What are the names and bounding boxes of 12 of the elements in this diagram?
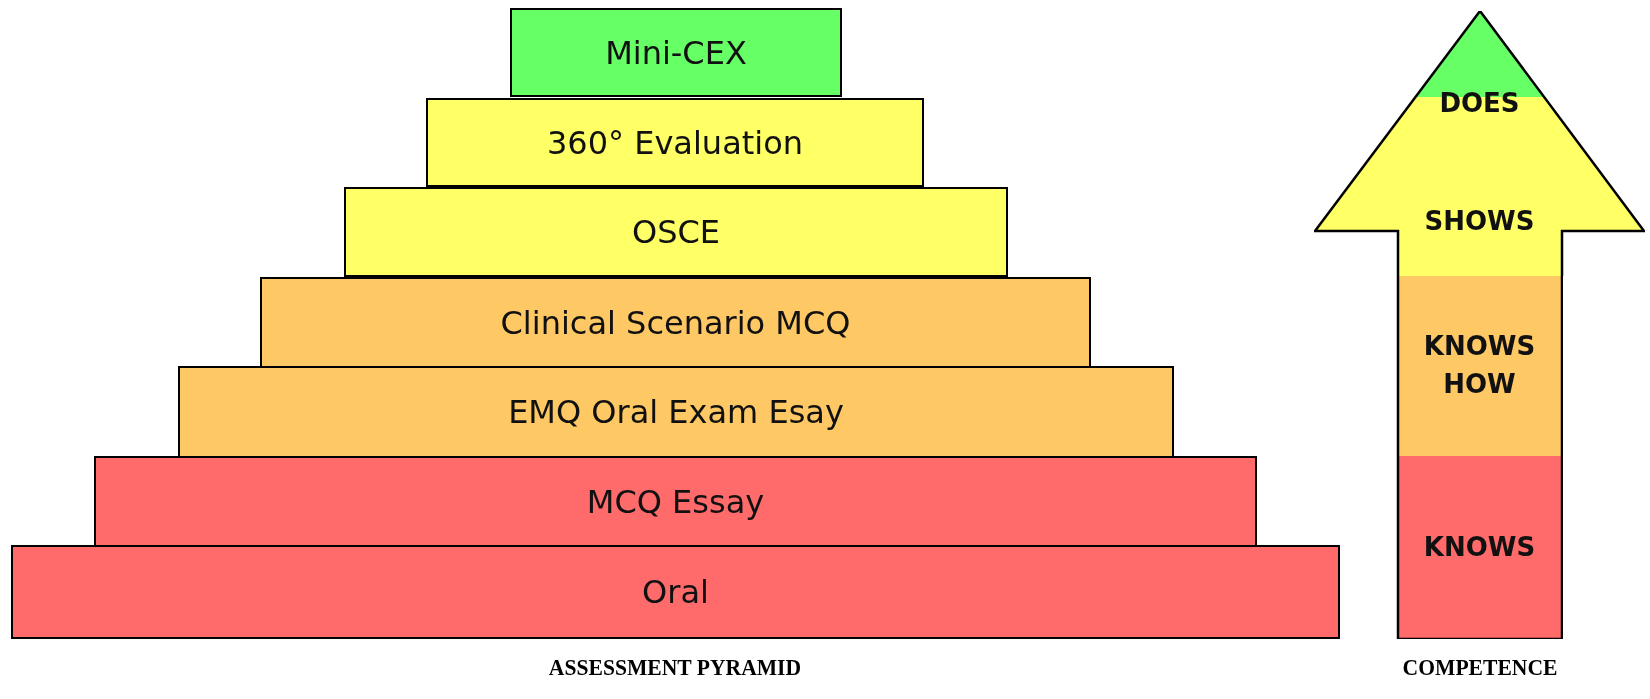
pyramid-tier: Clinical Scenario MCQ <box>260 277 1091 368</box>
pyramid-tier: MCQ Essay <box>94 456 1257 547</box>
pyramid-tier: OSCE <box>344 187 1008 277</box>
arrow-band: KNOWS <box>1396 456 1563 639</box>
caption: ASSESSMENT PYRAMID <box>548 654 802 681</box>
pyramid-tier: Mini-CEX <box>510 8 842 97</box>
arrow-band: KNOWS HOW <box>1396 276 1563 456</box>
pyramid-tier: EMQ Oral Exam Esay <box>178 366 1174 458</box>
pyramid-tier: Oral <box>11 545 1340 639</box>
pyramid-tier: 360° Evaluation <box>426 98 924 187</box>
caption: COMPETENCE <box>1402 654 1558 681</box>
arrow-band: SHOWS <box>1314 125 1645 276</box>
